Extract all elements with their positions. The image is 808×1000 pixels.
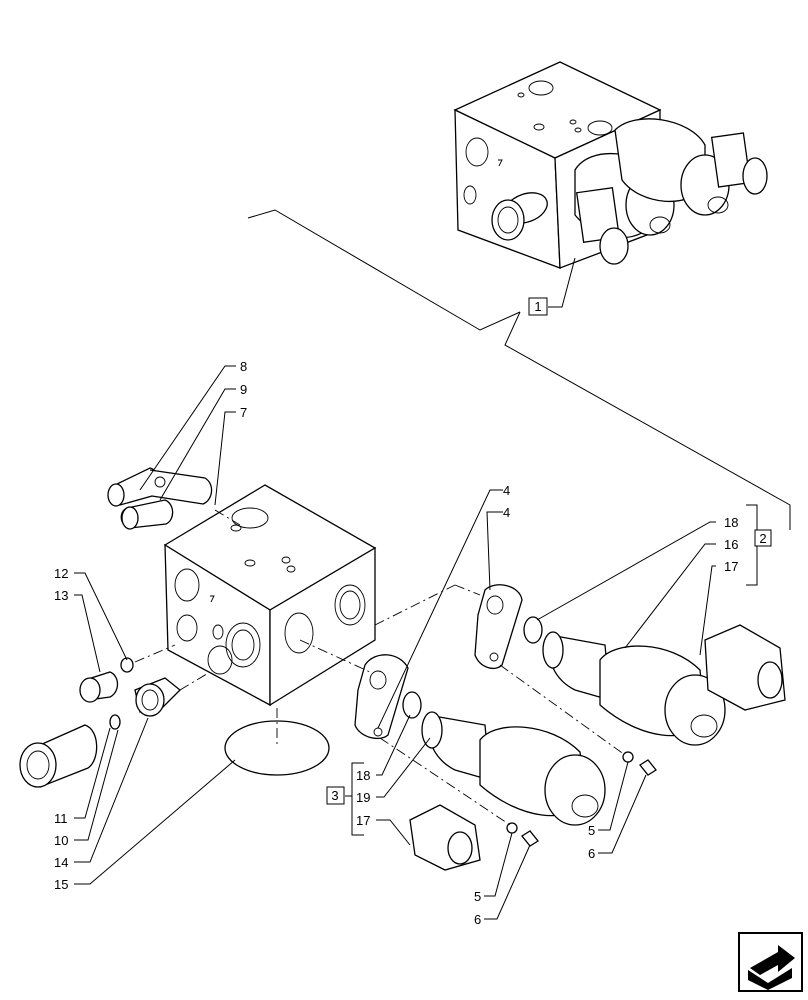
callout-18a: 18 [724,515,738,530]
callout-13: 13 [54,588,68,603]
valve-block [163,484,377,707]
group-label-3: 3 [331,788,338,803]
left-fittings [19,657,181,788]
valve-assembly-complete [453,61,768,269]
callout-4a: 4 [503,483,510,498]
callout-4b: 4 [503,505,510,520]
callout-9: 9 [240,382,247,397]
group-label-2: 2 [759,531,766,546]
callout-7: 7 [240,405,247,420]
callout-15: 15 [54,877,68,892]
group-label-box-2 [754,529,772,547]
callout-8: 8 [240,359,247,374]
callout-12: 12 [54,566,68,581]
callout-6b: 6 [474,912,481,927]
plug-pins [107,467,213,530]
callout-10: 10 [54,833,68,848]
group-label-box-1 [528,297,548,316]
callout-5b: 5 [474,889,481,904]
o-ring-15 [224,720,330,776]
callout-14: 14 [54,855,68,870]
group-label-1: 1 [534,299,541,314]
solenoid-valve-center [354,654,606,871]
group-label-box-3 [326,786,345,805]
callout-5a: 5 [588,823,595,838]
callout-18b: 18 [356,768,370,783]
callout-11: 11 [54,811,68,826]
callout-6a: 6 [588,846,595,861]
next-page-arrow-icon[interactable] [738,932,803,992]
callout-19: 19 [356,790,370,805]
callout-17b: 17 [356,813,370,828]
callout-16: 16 [724,537,738,552]
callout-17a: 17 [724,559,738,574]
solenoid-valve-right [474,584,786,776]
